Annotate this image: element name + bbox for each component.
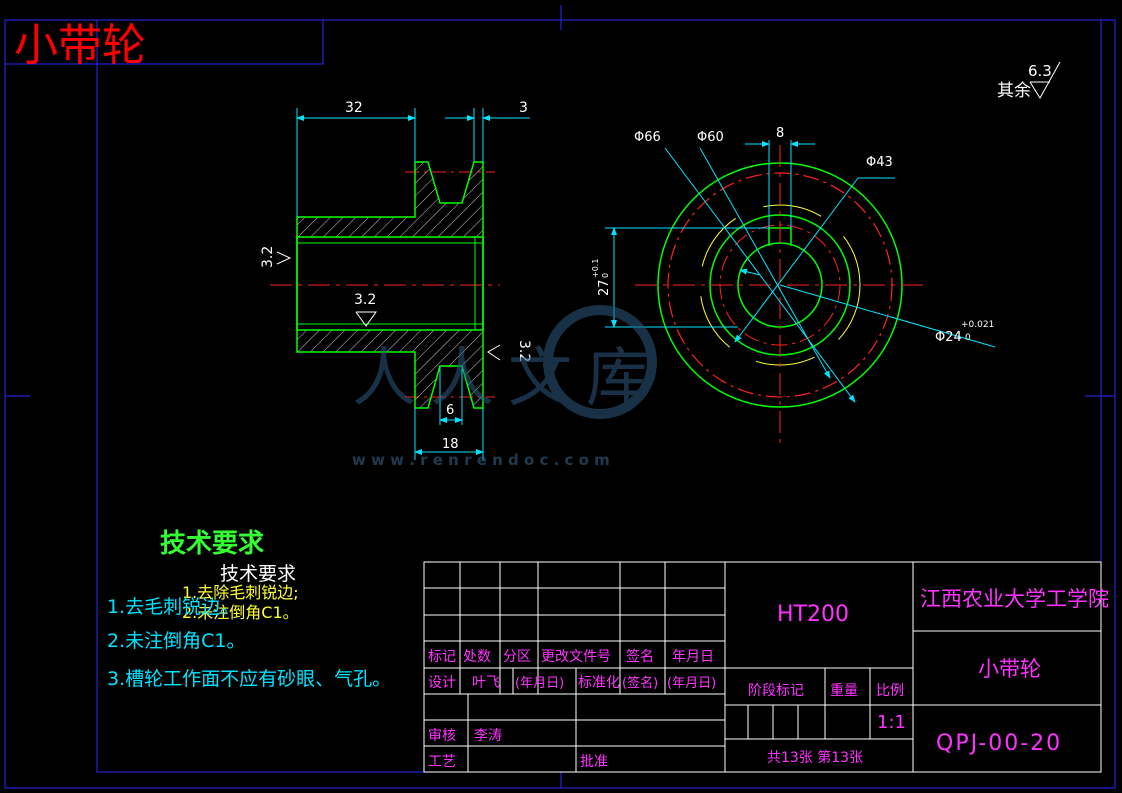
standardization-date: (年月日): [667, 676, 716, 691]
designer-name: 叶飞: [472, 675, 500, 691]
dim-d60: Φ60: [697, 130, 724, 145]
roughness-bore-left: 3.2: [260, 246, 276, 268]
stage-label: 阶段标记: [748, 683, 804, 699]
sheet-count: 共13张 第13张: [767, 749, 863, 766]
header-signature: 签名: [626, 648, 654, 665]
material: HT200: [777, 602, 849, 627]
tech-item-2: 2.未注倒角C1。: [107, 630, 245, 652]
design-date: (年月日): [515, 676, 564, 691]
dim-hub-length: 32: [345, 100, 363, 116]
drawing-number: QPJ-00-20: [936, 731, 1062, 756]
scale-value: 1:1: [877, 712, 906, 733]
watermark-logo-text: 人人文库: [352, 342, 664, 416]
surface-note-prefix: 其余: [997, 81, 1031, 101]
review-label: 审核: [428, 728, 456, 744]
drawing-title: 小带轮: [14, 20, 146, 71]
bore: [296, 236, 484, 331]
roughness-rim-right: 3.2: [516, 340, 532, 362]
process-label: 工艺: [428, 754, 456, 770]
tech-heading: 技术要求: [160, 529, 264, 559]
tech-overlay-item-2: 2.未注倒角C1。: [182, 603, 299, 622]
dim-groove-top: 6: [446, 403, 454, 418]
design-label: 设计: [428, 675, 456, 691]
side-section-view: 32 3 6 18 3.2 3.2 3.2: [260, 100, 532, 460]
part-name: 小带轮: [978, 657, 1041, 681]
dim-d66: Φ66: [634, 130, 661, 145]
dim-bore-tol-lower: 0: [965, 333, 971, 343]
dim-bore-tol-upper: +0.021: [961, 320, 994, 330]
section-hatch-bottom: [297, 330, 483, 408]
weight-label: 重量: [830, 683, 858, 699]
dim-key-depth-tol-lower: 0: [601, 273, 610, 278]
school-name: 江西农业大学工学院: [920, 587, 1109, 611]
watermark: 人人文库 w w w . r e n r e n d o c . c o m: [352, 305, 664, 469]
header-count: 处数: [463, 649, 491, 665]
surface-note-value: 6.3: [1028, 62, 1052, 80]
dim-d43: Φ43: [866, 155, 893, 170]
dim-key-depth: 27: [597, 279, 612, 296]
watermark-url: w w w . r e n r e n d o c . c o m: [352, 451, 610, 469]
dim-flange: 3: [519, 100, 528, 116]
tech-overlay-item-1: 1.去除毛刺锐边;: [182, 583, 299, 602]
tech-overlay-heading: 技术要求: [220, 563, 296, 585]
dim-width: 18: [442, 437, 459, 452]
header-mark: 标记: [428, 649, 456, 665]
roughness-symbol: [1029, 61, 1061, 99]
standardization-signature: (签名): [622, 675, 658, 691]
dim-key-depth-tol-upper: +0.1: [591, 259, 600, 278]
header-zone: 分区: [503, 649, 531, 665]
reviewer-name: 李涛: [474, 728, 502, 744]
front-view: Φ66 Φ60 8 Φ43 27 +0.1 0 Φ24 +0.021 0: [591, 126, 996, 445]
standardization-label: 标准化: [578, 675, 620, 691]
title-block-text: HT200 江西农业大学工学院 小带轮 QPJ-00-20 标记 处数 分区 更…: [428, 587, 1109, 770]
dim-bore: Φ24: [935, 330, 962, 345]
tech-item-3: 3.槽轮工作面不应有砂眼、气孔。: [107, 668, 391, 690]
roughness-bore-inner: 3.2: [354, 292, 376, 308]
header-change-doc: 更改文件号: [541, 649, 611, 665]
header-date: 年月日: [672, 649, 714, 665]
title-block: [423, 561, 1102, 773]
dim-key-width: 8: [776, 126, 784, 141]
approve-label: 批准: [580, 754, 608, 770]
surface-note: 其余 6.3: [997, 61, 1061, 101]
section-hatch-top: [297, 162, 483, 237]
tech-requirements: 技术要求 技术要求 1.去除毛刺锐边; 2.未注倒角C1。 1.去毛刺锐边。 2…: [107, 529, 391, 690]
tech-item-1: 1.去毛刺锐边。: [107, 596, 239, 618]
scale-label: 比例: [876, 683, 904, 699]
